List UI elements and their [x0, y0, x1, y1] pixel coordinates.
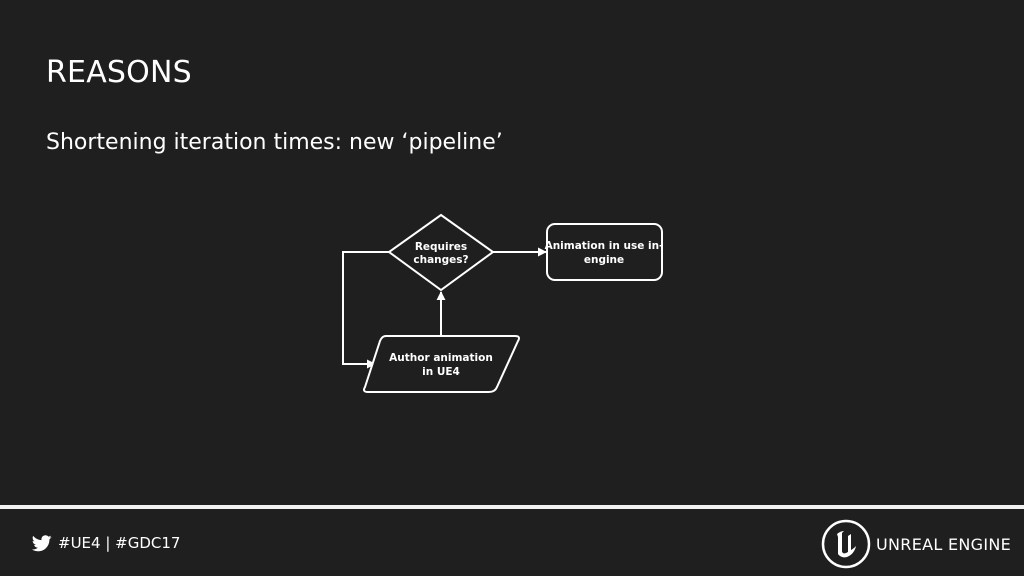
brand-text: UNREAL ENGINE [876, 534, 1012, 554]
node-decision: Requires changes? [387, 213, 495, 292]
node-author: Author animation in UE4 [363, 335, 520, 393]
footer-hashtags: #UE4 | #GDC17 [32, 534, 180, 552]
slide-subtitle: Shortening iteration times: new ‘pipelin… [46, 130, 503, 155]
node-decision-label-2: changes? [413, 254, 468, 266]
node-output: Animation in use in- engine [545, 223, 664, 281]
slide-title: REASONS [46, 55, 192, 90]
node-output-label-1: Animation in use in- [545, 240, 664, 252]
twitter-bird-icon [32, 534, 52, 551]
node-output-label-2: engine [584, 254, 624, 266]
unreal-engine-brand: UNREAL ENGINE [820, 518, 1011, 570]
footer-divider [0, 505, 1024, 509]
footer-hashtags-text: #UE4 | #GDC17 [58, 534, 181, 552]
edge-decision-loop-to-author [342, 251, 389, 369]
unreal-logo-icon [821, 519, 871, 569]
node-author-label-2: in UE4 [422, 366, 460, 378]
node-decision-label-1: Requires [415, 241, 467, 253]
node-author-label-1: Author animation [389, 352, 493, 364]
